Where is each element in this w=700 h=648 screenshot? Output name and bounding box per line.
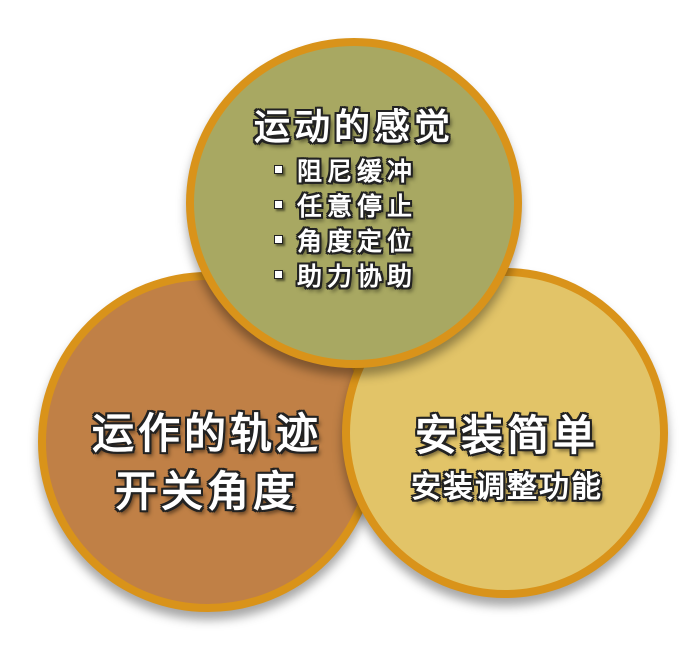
list-item: 任意停止 (274, 187, 417, 222)
bullet-icon (274, 270, 283, 279)
list-item: 助力协助 (274, 257, 417, 292)
left-circle-subtitle: 开关角度 (114, 467, 299, 516)
top-circle-title: 运动的感觉 (253, 107, 454, 148)
bullet-icon (274, 235, 283, 244)
bullet-icon (274, 165, 283, 174)
top-circle (186, 38, 522, 368)
list-item: 角度定位 (274, 222, 417, 257)
left-circle-title: 运作的轨迹 (91, 409, 322, 458)
right-circle-subtitle: 安装调整功能 (411, 470, 603, 505)
feature-label: 助力协助 (297, 261, 418, 291)
list-item: 阻尼缓冲 (274, 152, 417, 187)
bullet-icon (274, 200, 283, 209)
feature-label: 阻尼缓冲 (297, 156, 418, 186)
right-circle-title: 安装简单 (414, 411, 599, 460)
feature-label: 角度定位 (297, 226, 418, 256)
top-circle-feature-list: 阻尼缓冲 任意停止 角度定位 助力协助 (274, 152, 417, 292)
feature-label: 任意停止 (297, 191, 418, 221)
